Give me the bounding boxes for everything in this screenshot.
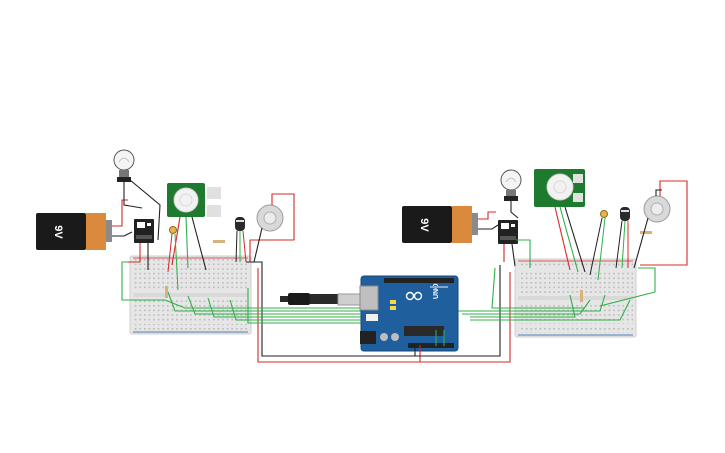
right-relay-module-icon[interactable] xyxy=(498,220,518,244)
arduino-uno-board[interactable]: UNO xyxy=(359,275,459,352)
right-buzzer-wires xyxy=(633,180,688,269)
right-light-bulb-icon[interactable] xyxy=(500,169,522,201)
right-piezo-buzzer-icon[interactable] xyxy=(643,195,671,223)
right-pir-motion-sensor-icon[interactable] xyxy=(534,169,585,207)
right-temp-wires xyxy=(615,220,629,269)
left-bulb-wire xyxy=(123,182,143,209)
right-relay-wires xyxy=(503,239,531,268)
right-battery-wires xyxy=(478,211,499,230)
left-relay-power-wire xyxy=(128,243,141,263)
left-battery-wires xyxy=(112,199,133,237)
left-light-bulb-icon[interactable] xyxy=(113,149,135,182)
left-relay-module-icon[interactable] xyxy=(134,219,154,243)
left-temp-wires xyxy=(235,230,247,263)
right-bulb-wire xyxy=(510,201,519,219)
left-battery-label: 9V xyxy=(52,225,64,239)
right-pir-wires xyxy=(554,206,586,273)
arduino-model-label: UNO xyxy=(433,283,440,299)
left-pir-motion-sensor-icon[interactable] xyxy=(167,183,221,217)
left-resistor-icon[interactable] xyxy=(165,240,225,298)
right-photoresistor-wires xyxy=(589,217,606,281)
arduino-wire-stubs xyxy=(414,330,445,351)
right-photoresistor-icon[interactable] xyxy=(600,210,608,218)
left-piezo-buzzer-icon[interactable] xyxy=(256,204,284,232)
right-battery-label: 9V xyxy=(418,218,430,232)
right-resistor-icon[interactable] xyxy=(580,231,652,302)
left-pir-wires xyxy=(171,216,207,271)
left-bulb-wire-2 xyxy=(129,179,161,241)
left-buzzer-wires xyxy=(249,193,295,263)
left-battery[interactable]: 9V xyxy=(36,213,112,250)
left-photoresistor-wires xyxy=(167,233,179,291)
usb-cable-icon[interactable] xyxy=(280,293,361,306)
right-temperature-sensor-icon[interactable] xyxy=(620,207,630,221)
arduino-infinity-logo-icon xyxy=(405,291,423,301)
left-breadboard[interactable] xyxy=(129,255,252,335)
right-breadboard[interactable] xyxy=(514,258,637,338)
left-temperature-sensor-icon[interactable] xyxy=(235,217,245,231)
left-photoresistor-icon[interactable] xyxy=(169,226,177,234)
right-battery[interactable]: 9V xyxy=(402,206,478,243)
